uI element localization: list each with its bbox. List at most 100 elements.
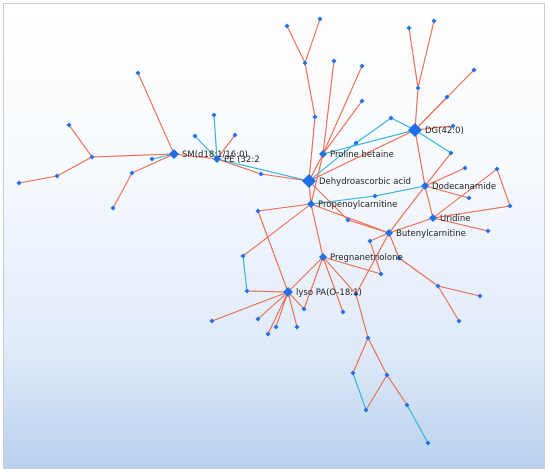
edge-preg-n29 [322,256,382,275]
edge-n1-n3 [286,25,306,64]
node-n23[interactable] [372,193,378,199]
node-n6[interactable] [359,63,365,69]
node-pro[interactable] [307,200,315,208]
node-n10[interactable] [415,85,421,91]
node-n5[interactable] [312,114,318,120]
edge-n14-n21 [355,117,392,144]
node-preg[interactable] [319,253,327,261]
node-n14[interactable] [388,115,394,121]
node-n58[interactable] [301,306,307,312]
node-uri[interactable] [429,214,437,222]
node-n34[interactable] [384,372,390,378]
node-n57[interactable] [294,324,300,330]
edge-n47-n48 [112,172,133,209]
node-n26[interactable] [435,283,441,289]
node-n27[interactable] [477,293,483,299]
node-n28[interactable] [456,318,462,324]
node-n22[interactable] [345,217,351,223]
node-lyso[interactable] [283,287,293,297]
node-dg[interactable] [408,123,422,137]
node-n15[interactable] [448,150,454,156]
edge-dod-n23 [374,185,426,197]
node-label-dha: Dehydroascorbic acid [319,177,411,187]
node-dha[interactable] [302,174,316,188]
node-n17[interactable] [494,166,500,172]
node-n46[interactable] [16,180,22,186]
node-n49[interactable] [258,171,264,177]
node-n2[interactable] [317,16,323,22]
node-n47[interactable] [129,170,135,176]
node-n12[interactable] [450,123,456,129]
edge-n52-lyso [246,290,289,293]
node-n41[interactable] [232,132,238,138]
edge-n2-n3 [304,18,321,64]
edge-lyso-n56 [267,291,289,335]
edge-n38-sm [137,72,175,155]
edge-n32-n33 [352,337,369,374]
edge-dg-dha [308,129,416,182]
edge-preg-lyso [287,256,324,293]
edge-n5-dha [308,116,316,182]
edge-n41-pe [216,134,236,160]
node-n19[interactable] [485,228,491,234]
node-n43[interactable] [89,154,95,160]
node-n55[interactable] [273,324,279,330]
node-n29[interactable] [378,271,384,277]
node-n1[interactable] [284,23,290,29]
node-n13[interactable] [444,94,450,100]
node-n42[interactable] [149,156,155,162]
node-label-pro: Propenoylcarnitine [318,200,397,210]
node-label-pe: PE (32:2 [224,155,260,165]
node-n33[interactable] [350,370,356,376]
node-n31[interactable] [340,309,346,315]
edge-pro-n50 [257,203,312,212]
node-n53[interactable] [209,318,215,324]
node-n40[interactable] [192,133,198,139]
node-n8[interactable] [406,25,412,31]
node-n32[interactable] [365,335,371,341]
node-n35[interactable] [363,407,369,413]
edge-lyso-n54 [257,291,289,320]
edge-preg-n31 [322,256,344,313]
edge-dod-uri [424,185,434,219]
node-n39[interactable] [211,112,217,118]
edge-but-n25 [388,232,400,259]
edge-n25-n26 [398,257,439,287]
node-n3[interactable] [302,60,308,66]
node-n4[interactable] [331,58,337,64]
node-but[interactable] [385,229,393,237]
edge-n30-n32 [355,293,369,339]
node-n30[interactable] [353,291,359,297]
node-n54[interactable] [255,316,261,322]
edge-n43-n45 [56,156,93,177]
edge-n6-pb [322,65,363,155]
node-n36[interactable] [404,402,410,408]
node-n11[interactable] [471,67,477,73]
node-dod[interactable] [421,182,429,190]
node-label-but: Butenylcarnitine [396,229,466,239]
node-n48[interactable] [110,205,116,211]
node-n16[interactable] [462,165,468,171]
node-n20[interactable] [466,195,472,201]
node-pb[interactable] [319,150,327,158]
node-n50[interactable] [255,208,261,214]
node-n38[interactable] [135,70,141,76]
node-n44[interactable] [66,122,72,128]
node-n52[interactable] [244,288,250,294]
node-n25[interactable] [396,255,402,261]
network-canvas [3,3,545,469]
node-n51[interactable] [240,253,246,259]
node-n37[interactable] [425,440,431,446]
node-n7[interactable] [359,98,365,104]
node-n45[interactable] [54,173,60,179]
node-n56[interactable] [265,331,271,337]
node-n24[interactable] [367,238,373,244]
node-sm[interactable] [169,149,179,159]
edge-but-n30 [355,232,390,295]
node-n21[interactable] [353,140,359,146]
edge-n10-dg [414,87,419,131]
node-n18[interactable] [507,203,513,209]
node-pe[interactable] [213,155,221,163]
node-n9[interactable] [431,18,437,24]
